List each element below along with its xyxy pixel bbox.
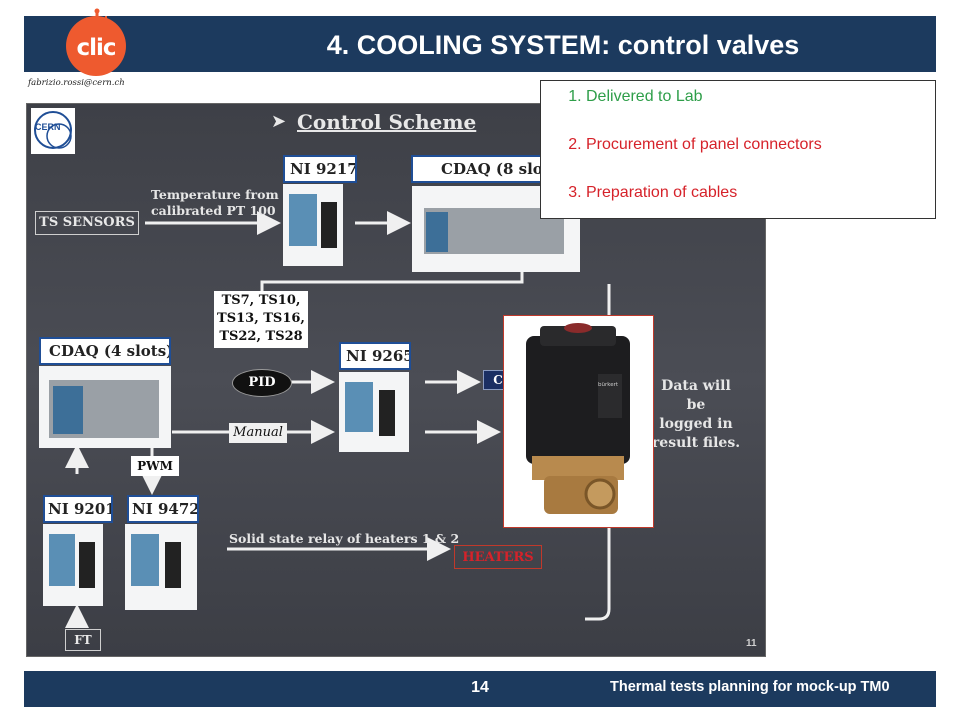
ts-sensors-label: TS SENSORS [35,211,139,235]
cern-logo: CERN [31,108,75,154]
data-log-line3: result files. [651,435,741,451]
ni9217-label: NI 9217 [283,155,357,183]
ts-list-line1: TS7, TS10, [221,293,301,308]
data-log-line1: Data will be [661,378,731,413]
slide-title: 4. COOLING SYSTEM: control valves [326,30,800,60]
footer-title: Thermal tests planning for mock-up TM0 [610,679,890,695]
ft-label: FT [65,629,101,651]
ni9201-module-image [43,524,103,606]
ni9201-label: NI 9201 [43,495,113,523]
pid-label: PID [232,369,292,397]
slide-number: 11 [746,638,757,649]
temperature-label-line2: calibrated PT 100 [151,203,276,218]
clic-logo: clic [66,8,126,76]
heaters-label: HEATERS [454,545,542,569]
pwm-label: PWM [131,456,179,476]
status-item-text: Procurement of panel connectors [586,136,822,153]
ni9265-label: NI 9265 [339,342,411,370]
cdaq-4-slot-chassis-image [39,366,171,448]
heading-arrow-icon: ➤ [271,111,287,131]
valve-brand-text: bürkert [598,382,619,388]
status-item-text: Preparation of cables [586,184,738,201]
ni9265-module-image [339,372,409,452]
ni9217-module-image [283,184,343,266]
status-list: Delivered to Lab Procurement of panel co… [540,80,936,219]
manual-label: Manual [229,423,287,443]
status-item-procurement: Procurement of panel connectors [586,136,935,154]
valve-image: bürkert [526,323,630,514]
temperature-label-line1: Temperature from [151,187,279,202]
page-number: 14 [471,679,489,696]
ni9472-label: NI 9472 [127,495,199,523]
svg-text:clic: clic [76,35,115,61]
diagram-heading: Control Scheme [297,110,477,134]
data-log-line2: logged in [659,416,733,432]
status-item-cables: Preparation of cables [586,184,935,202]
ts-list-line3: TS22, TS28 [219,329,303,344]
data-log-note: Data will be logged in result files. [651,377,741,453]
footer-bar [24,671,936,707]
status-item-text: Delivered to Lab [586,88,703,105]
ni9472-module-image [125,524,197,610]
cdaq-8-slot-label: CDAQ (8 slot [411,155,551,183]
control-valve-photo: bürkert [503,315,654,528]
title-bar [24,16,936,72]
cdaq-4-slot-label: CDAQ (4 slots) [39,337,171,365]
author-email: fabrizio.rossi@cern.ch [28,78,125,88]
status-item-delivered: Delivered to Lab [586,88,935,106]
cern-logo-text: CERN [35,122,61,132]
ts-list-box: TS7, TS10, TS13, TS16, TS22, TS28 [214,291,308,348]
ts-list-line2: TS13, TS16, [217,311,305,326]
ssr-label: Solid state relay of heaters 1 & 2 [229,531,460,546]
